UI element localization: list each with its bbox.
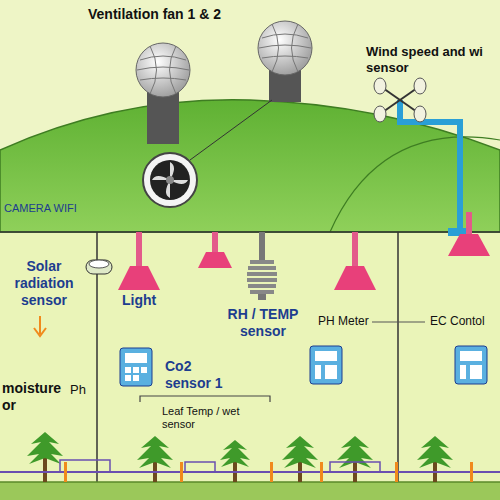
soil-stake xyxy=(64,462,473,482)
roof-seam xyxy=(330,137,500,232)
meter-label: PH Meter xyxy=(318,314,398,328)
grow-light xyxy=(198,232,232,268)
title-label: Ventilation fan 1 & 2 xyxy=(88,6,308,23)
wall-line xyxy=(397,232,399,482)
sensor-label: RH / TEMP sensor xyxy=(208,306,318,340)
grow-light xyxy=(448,212,490,256)
sensor-label: Co2 sensor 1 xyxy=(165,358,237,392)
turbine-ventilator xyxy=(258,21,312,102)
sensor-label: Ph xyxy=(70,382,96,398)
turbine-ventilator xyxy=(136,43,190,144)
interior xyxy=(0,230,500,500)
ec-control-device xyxy=(455,346,487,384)
sensor-label: Wind speed and wi sensor xyxy=(366,44,494,75)
plant xyxy=(27,432,453,482)
camera-label: CAMERA WIFI xyxy=(4,202,104,215)
rh-temp-sensor xyxy=(247,232,277,300)
wind-sensor xyxy=(374,78,472,236)
drip-pipe xyxy=(0,471,500,473)
controller-label: EC Contol xyxy=(430,314,496,328)
sensor-label: Leaf Temp / wet sensor xyxy=(162,405,262,431)
ground-line xyxy=(0,481,500,483)
light-label: Light xyxy=(122,292,182,309)
grow-light xyxy=(334,232,376,290)
leader-line xyxy=(372,322,425,323)
drip-pipe xyxy=(60,460,380,472)
sensor-label: Solar radiation sensor xyxy=(4,258,84,308)
grow-light xyxy=(118,232,160,290)
greenhouse-roof xyxy=(0,100,500,232)
ph-meter-device xyxy=(310,346,342,384)
ground xyxy=(0,482,500,500)
sensor-label: moisture or xyxy=(2,380,68,414)
co2-sensor-device xyxy=(120,348,152,386)
ceiling-line xyxy=(0,231,500,233)
axial-fan xyxy=(143,100,272,207)
sensor-wire xyxy=(140,396,270,402)
